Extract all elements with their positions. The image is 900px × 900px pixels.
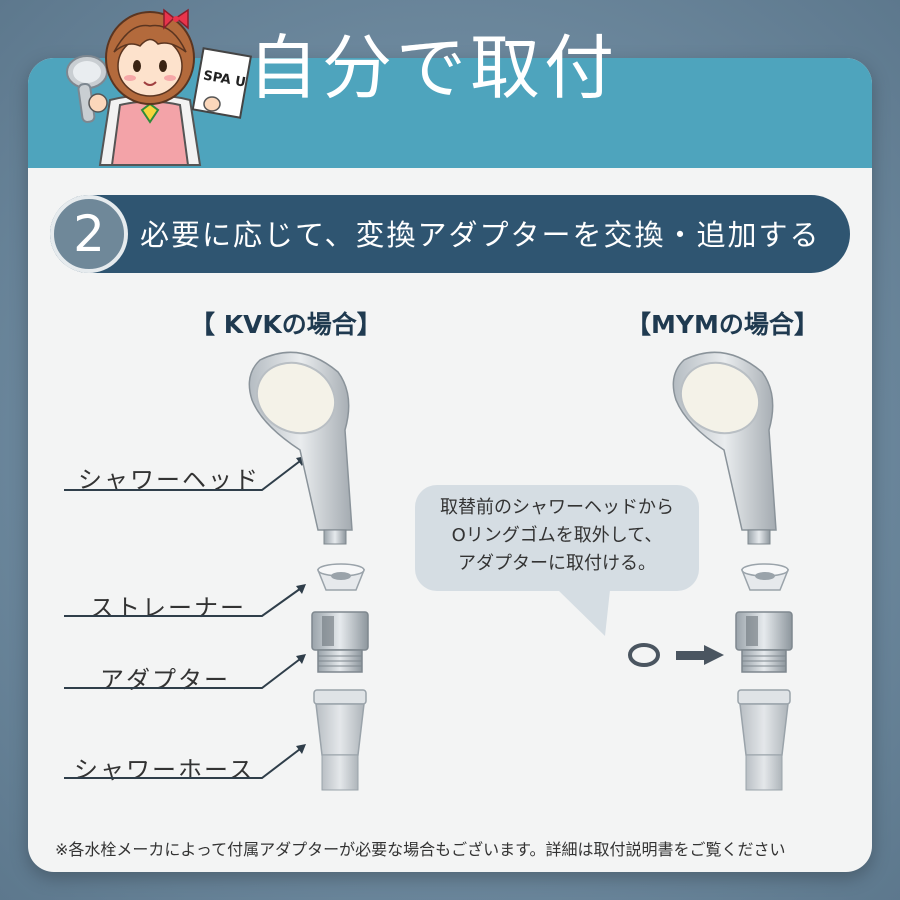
mym-shower-head bbox=[672, 351, 777, 545]
bubble-tail bbox=[558, 590, 610, 636]
kvk-adapter bbox=[311, 611, 369, 673]
note-line-3: アダプターに取付ける。 bbox=[458, 553, 656, 574]
mym-adapter bbox=[735, 611, 793, 673]
kvk-strainer bbox=[316, 563, 366, 591]
footnote: ※各水栓メーカによって付属アダプターが必要な場合もございます。詳細は取付説明書を… bbox=[55, 840, 786, 859]
step-banner bbox=[50, 195, 850, 273]
step-number-badge: 2 bbox=[50, 195, 128, 273]
o-ring-icon bbox=[628, 643, 660, 667]
arrow-right-icon bbox=[676, 645, 724, 665]
leader-arrowheads bbox=[296, 456, 306, 754]
part-label-strainer: ストレーナー bbox=[90, 594, 246, 622]
note-line-2: Oリングゴムを取外して、 bbox=[451, 525, 663, 546]
part-label-shower-hose: シャワーホース bbox=[74, 756, 255, 784]
leader-lines bbox=[64, 457, 305, 779]
page-title: 自分で取付 bbox=[248, 27, 618, 109]
part-label-adapter: アダプター bbox=[100, 666, 230, 694]
kvk-shower-head bbox=[248, 351, 353, 545]
note-bubble bbox=[415, 485, 699, 591]
mym-strainer bbox=[740, 563, 790, 591]
note-line-1: 取替前のシャワーヘッドから bbox=[440, 497, 674, 518]
step-instruction: 必要に応じて、変換アダプターを交換・追加する bbox=[140, 218, 821, 252]
mym-shower-hose bbox=[737, 689, 791, 791]
mym-case-label: 【MYMの場合】 bbox=[626, 310, 819, 339]
kvk-shower-hose bbox=[313, 689, 367, 791]
note-bubble-text: 取替前のシャワーヘッドから Oリングゴムを取外して、 アダプターに取付ける。 bbox=[415, 494, 699, 578]
kvk-case-label: 【 KVKの場合】 bbox=[190, 310, 382, 339]
